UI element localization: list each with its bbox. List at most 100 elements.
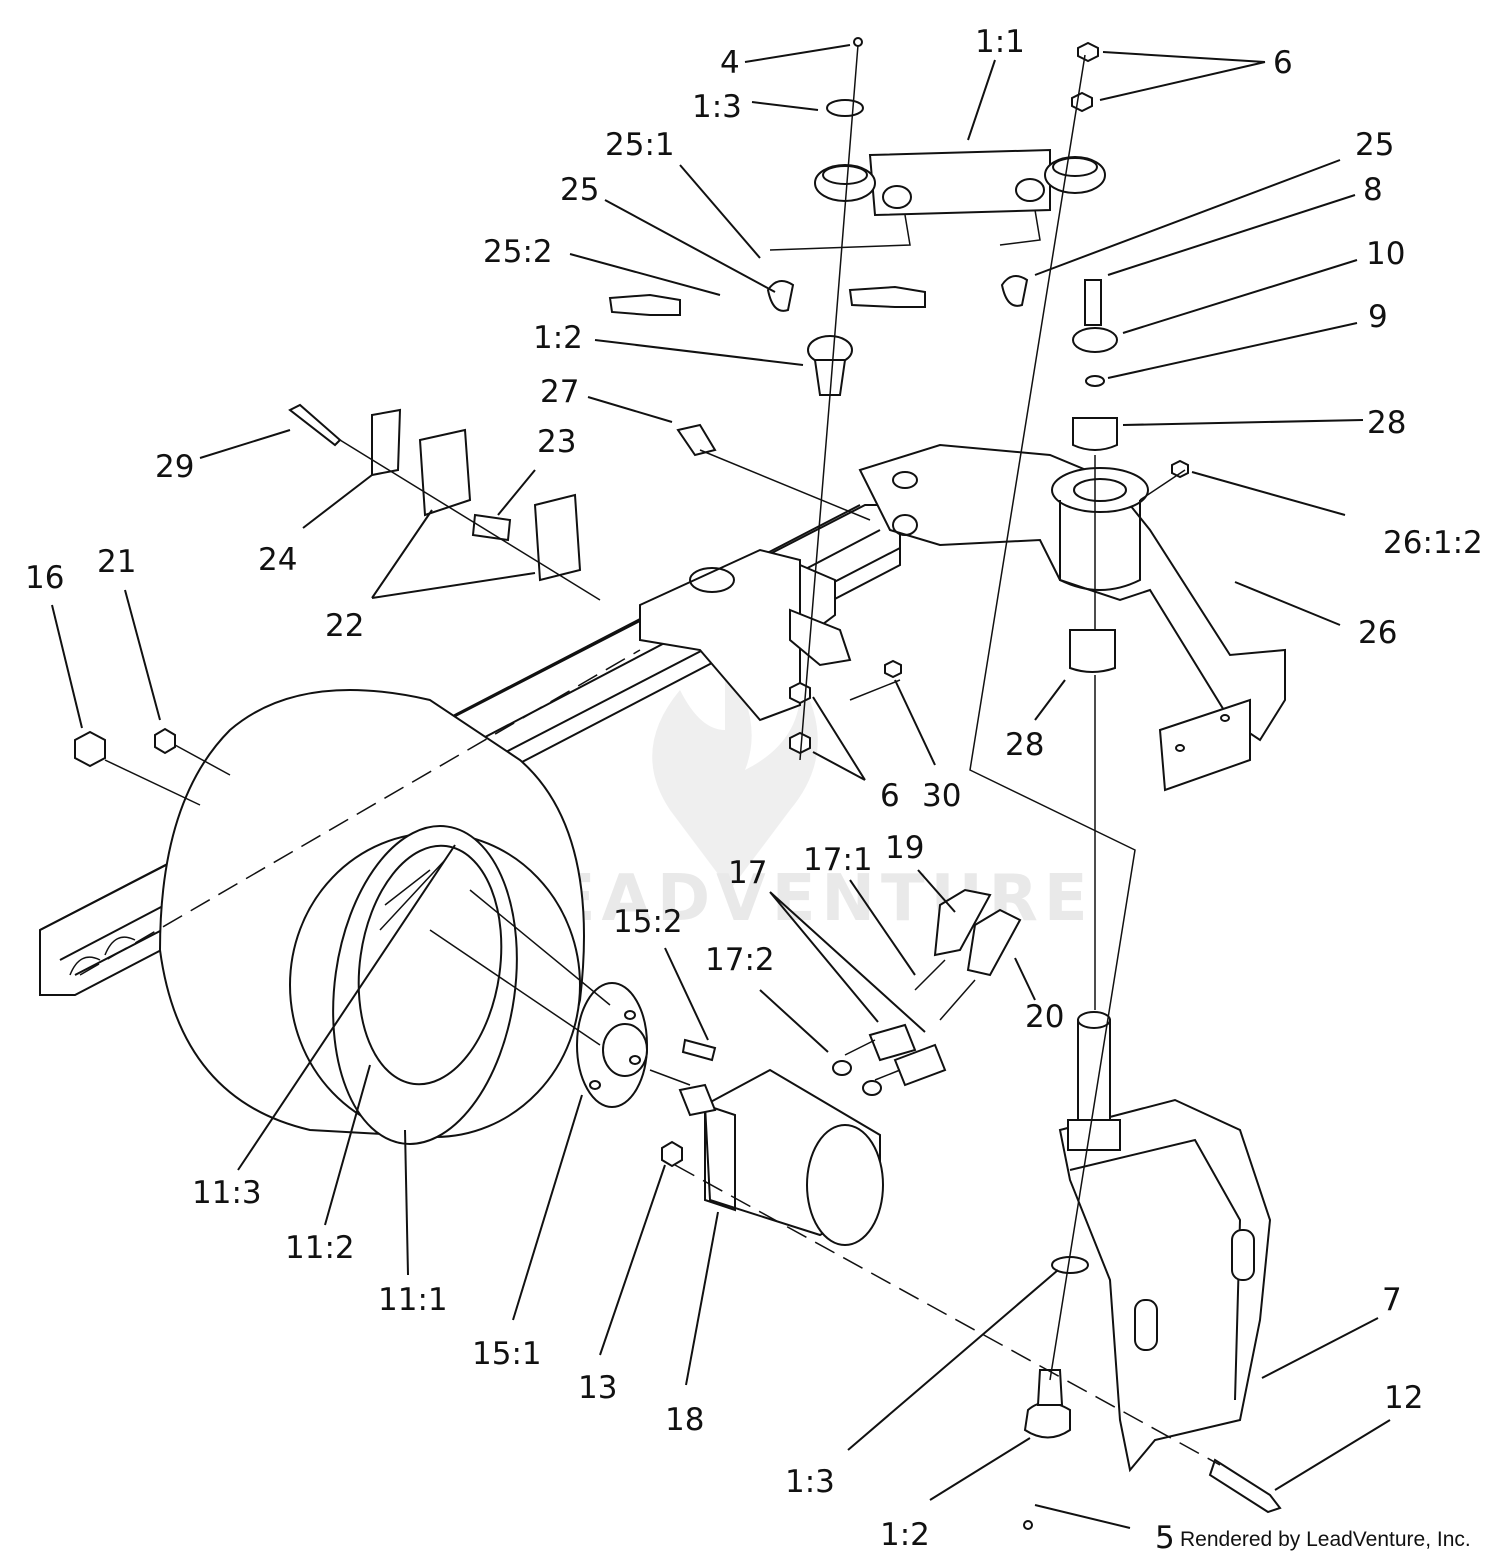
callout-18: 18	[665, 1402, 704, 1438]
leader-25-right	[1034, 159, 1341, 276]
caster-fork	[1058, 1011, 1272, 1473]
leader-1-2-bottom	[929, 1437, 1031, 1501]
bolt-27	[676, 423, 717, 457]
hydraulic-fittings	[608, 275, 1029, 1096]
fitting-elbow-left	[766, 280, 795, 312]
callout-8: 8	[1363, 172, 1383, 208]
pivot-arm	[858, 443, 1286, 792]
spacer-23	[471, 513, 512, 542]
cylinder-port	[1015, 178, 1045, 202]
leader-6-top	[1099, 51, 1266, 101]
axis-line	[844, 1039, 876, 1056]
hub-bolt-hole	[589, 1080, 601, 1090]
callout-26: 26	[1358, 615, 1397, 651]
cylinder-port	[882, 185, 912, 209]
o-ring-17-2	[832, 1060, 852, 1076]
hydraulic-motor-can	[806, 1124, 884, 1246]
leader-1-1	[967, 59, 996, 141]
pivot-arm-bore	[1073, 478, 1127, 502]
fork-slot	[1231, 1229, 1255, 1281]
frame-tube-slot	[69, 936, 136, 976]
motor-flange	[704, 1103, 736, 1212]
rim-inner	[357, 844, 503, 1086]
callout-15-2: 15:2	[613, 904, 683, 940]
callout-labels: 4 1:1 6 1:3 25:1 25 25 8 25:2 10 9 1:2 2…	[25, 24, 1483, 1556]
callout-22: 22	[325, 608, 364, 644]
axis-line	[1139, 469, 1186, 501]
leader-13	[599, 1164, 666, 1356]
leader-12	[1274, 1419, 1391, 1491]
callout-27: 27	[540, 374, 579, 410]
fork-collar	[1067, 1119, 1121, 1151]
callout-21: 21	[97, 544, 136, 580]
bolt-5	[1023, 1520, 1033, 1530]
leader-lines	[51, 44, 1391, 1529]
rim-outer	[332, 825, 518, 1145]
watermark-logo-icon	[652, 660, 818, 890]
callout-30: 30	[922, 778, 961, 814]
rim-spoke	[379, 859, 446, 931]
callout-12: 12	[1384, 1380, 1423, 1416]
leader-25-left	[604, 199, 776, 293]
axis-line	[649, 1069, 691, 1086]
bolt-8	[1084, 279, 1102, 326]
hose-end-20	[966, 908, 1022, 977]
callout-11-2: 11:2	[285, 1230, 355, 1266]
hub-bolt-hole	[629, 1055, 641, 1065]
pivot-arm-boss	[1051, 467, 1149, 513]
callout-17-1: 17:1	[803, 842, 873, 878]
leader-24	[302, 474, 373, 529]
leader-8	[1107, 194, 1356, 276]
callout-1-1: 1:1	[975, 24, 1025, 60]
axis-line	[174, 744, 231, 776]
wheel-hub-center	[602, 1023, 648, 1077]
axis-line	[799, 44, 859, 761]
callout-25-1: 25:1	[605, 127, 675, 163]
ball-joint-lower-stud	[1036, 1369, 1064, 1406]
fork-stem-top	[1077, 1011, 1111, 1029]
callout-26-1-2: 26:1:2	[1383, 525, 1483, 561]
credit-text: Rendered by LeadVenture, Inc.	[1180, 1528, 1471, 1551]
ball-joint-lower	[1023, 1401, 1071, 1439]
nut-6-top	[1077, 41, 1099, 63]
mount-plate-hole	[1220, 714, 1230, 722]
fork-edge	[1069, 1138, 1242, 1401]
leader-1-2-top	[594, 339, 804, 366]
block-22-upper	[418, 428, 472, 517]
hub-nut	[661, 1140, 683, 1168]
leader-19	[917, 869, 956, 913]
callout-23: 23	[537, 424, 576, 460]
clamp-24	[371, 408, 402, 477]
callout-9: 9	[1368, 299, 1388, 335]
axis-line	[104, 759, 201, 806]
axis-line	[914, 959, 946, 991]
callout-29: 29	[155, 449, 194, 485]
leader-20	[1014, 957, 1036, 1001]
leader-17-1	[849, 879, 916, 976]
hose-end-left	[608, 293, 681, 316]
callout-11-1: 11:1	[378, 1282, 448, 1318]
callout-25-right: 25	[1355, 127, 1394, 163]
callout-20: 20	[1025, 999, 1064, 1035]
callout-28-top: 28	[1367, 405, 1406, 441]
leader-4	[744, 44, 851, 63]
fitting-17-lower	[893, 1043, 947, 1087]
bracket-tab	[789, 608, 852, 667]
callout-17: 17	[728, 855, 767, 891]
axis-line	[969, 54, 1136, 1381]
leader-17	[769, 891, 926, 1033]
axis-line	[699, 449, 871, 521]
callout-16: 16	[25, 560, 64, 596]
callout-1-3-top: 1:3	[692, 89, 742, 125]
axis-line	[849, 679, 901, 701]
callout-1-3-bottom: 1:3	[785, 1464, 835, 1500]
axis-line	[874, 1069, 901, 1081]
ball-joint-upper-stud	[813, 359, 847, 396]
callout-4: 4	[720, 45, 740, 81]
steering-cylinder	[807, 99, 1106, 396]
block-22-lower	[533, 493, 582, 582]
leader-28-top	[1122, 419, 1364, 426]
axis-line	[769, 214, 911, 251]
leader-16	[51, 604, 83, 729]
